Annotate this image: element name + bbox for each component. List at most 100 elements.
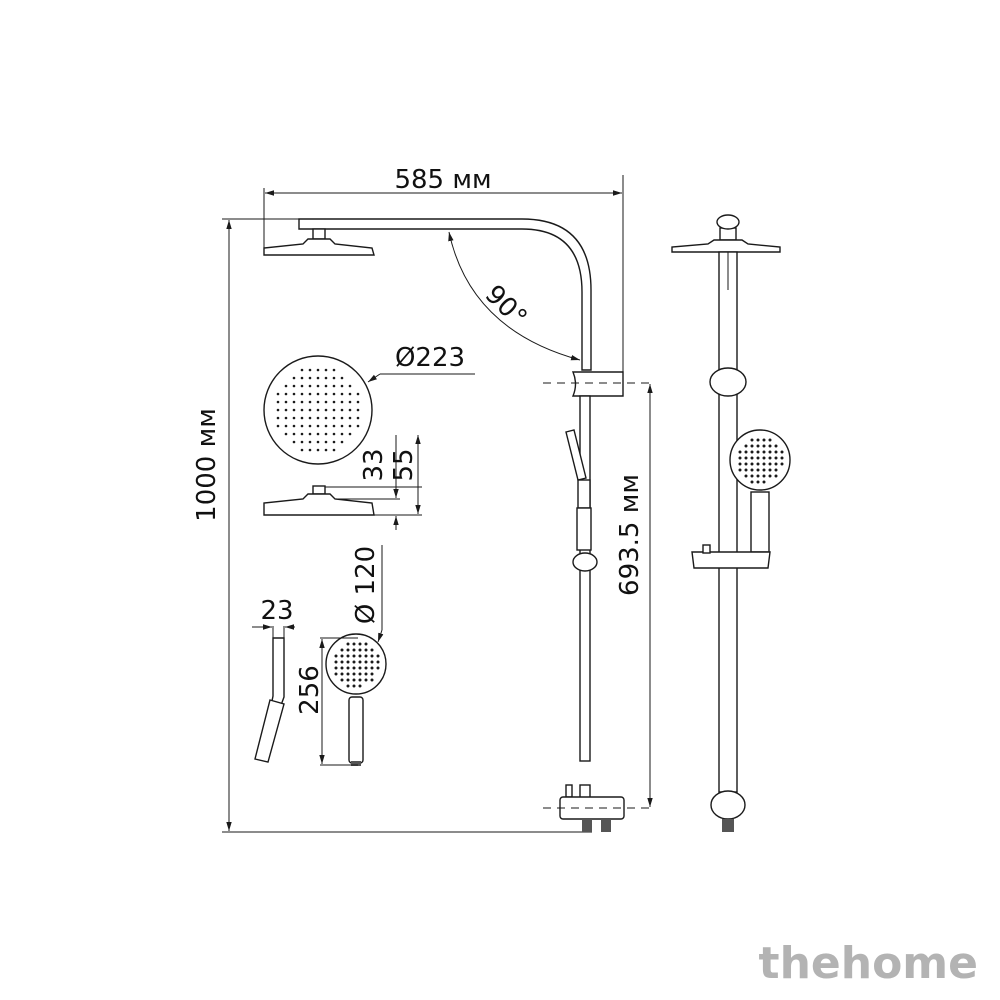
nozzle-dot: [292, 376, 296, 380]
nozzle-dot: [346, 672, 350, 676]
nozzle-dot: [292, 416, 296, 420]
nozzle-dot: [744, 450, 748, 454]
nozzle-dot: [300, 432, 304, 436]
nozzle-dot: [750, 480, 754, 484]
nozzle-dot: [340, 666, 344, 670]
nozzle-dot: [768, 456, 772, 460]
nozzle-dot: [352, 666, 356, 670]
nozzle-dot: [768, 450, 772, 454]
nozzle-dot: [300, 440, 304, 444]
nozzle-dot: [750, 444, 754, 448]
nozzle-dot: [308, 368, 312, 372]
nozzle-dot: [352, 642, 356, 646]
nozzle-dot: [308, 416, 312, 420]
nozzle-dot: [292, 384, 296, 388]
nozzle-dot: [348, 392, 352, 396]
nozzle-dot: [324, 384, 328, 388]
nozzle-dot: [768, 444, 772, 448]
nozzle-dot: [346, 666, 350, 670]
nozzle-dot: [284, 392, 288, 396]
nozzle-dot: [346, 642, 350, 646]
nozzle-dot: [370, 666, 374, 670]
nozzle-dot: [316, 368, 320, 372]
nozzle-dot: [324, 440, 328, 444]
nozzle-dot: [756, 438, 760, 442]
nozzle-dot: [292, 432, 296, 436]
nozzle-dot: [324, 376, 328, 380]
nozzle-dot: [316, 376, 320, 380]
nozzle-dot: [768, 438, 772, 442]
nozzle-dot: [756, 474, 760, 478]
nozzle-dot: [316, 392, 320, 396]
nozzle-dot: [364, 654, 368, 658]
nozzle-dot: [324, 416, 328, 420]
nozzle-dot: [308, 400, 312, 404]
nozzle-dot: [370, 672, 374, 676]
nozzle-dot: [300, 376, 304, 380]
nozzle-dot: [750, 468, 754, 472]
nozzle-dot: [356, 408, 360, 412]
nozzle-dot: [738, 462, 742, 466]
nozzle-dot: [340, 400, 344, 404]
nozzle-dot: [340, 440, 344, 444]
nozzle-dot: [352, 654, 356, 658]
nozzle-dot: [300, 392, 304, 396]
nozzle-dot: [376, 660, 380, 664]
nozzle-dot: [376, 666, 380, 670]
nozzle-dot: [762, 468, 766, 472]
nozzle-dot: [284, 400, 288, 404]
nozzle-dot: [744, 474, 748, 478]
hand-length-label: 256: [295, 665, 325, 715]
nozzle-dot: [300, 400, 304, 404]
nozzle-dot: [352, 672, 356, 676]
nozzle-dot: [316, 400, 320, 404]
nozzle-dot: [762, 450, 766, 454]
nozzle-dot: [332, 432, 336, 436]
nozzle-dot: [340, 660, 344, 664]
nozzle-dot: [358, 666, 362, 670]
nozzle-dot: [340, 678, 344, 682]
nozzle-dot: [324, 400, 328, 404]
nozzle-dot: [284, 432, 288, 436]
nozzle-dot: [284, 408, 288, 412]
head-top-view: Ø223: [263, 343, 475, 465]
nozzle-dot: [300, 424, 304, 428]
nozzle-dot: [738, 456, 742, 460]
nozzle-dot: [316, 384, 320, 388]
nozzle-dot: [348, 400, 352, 404]
nozzle-dot: [356, 400, 360, 404]
nozzle-dot: [332, 448, 336, 452]
nozzle-dot: [340, 416, 344, 420]
nozzle-dot: [324, 448, 328, 452]
head-diameter-label: Ø223: [395, 343, 465, 373]
nozzle-dot: [340, 392, 344, 396]
nozzle-dot: [756, 456, 760, 460]
nozzle-dot: [332, 376, 336, 380]
nozzle-dot: [316, 416, 320, 420]
nozzle-dot: [300, 408, 304, 412]
nozzle-dot: [364, 642, 368, 646]
nozzle-dot: [276, 408, 280, 412]
nozzle-dot: [356, 416, 360, 420]
nozzle-dot: [300, 448, 304, 452]
nozzle-dot: [744, 444, 748, 448]
hand-shower-views: 23 256 Ø 120: [252, 545, 387, 766]
nozzle-dot: [738, 468, 742, 472]
nozzle-dot: [774, 450, 778, 454]
nozzle-dot: [340, 432, 344, 436]
height-label: 1000 мм: [192, 408, 222, 522]
nozzle-dot: [352, 648, 356, 652]
nozzle-dot: [308, 448, 312, 452]
angle-label: 90°: [479, 279, 533, 333]
nozzle-dot: [750, 438, 754, 442]
nozzle-dot: [364, 678, 368, 682]
nozzle-dot: [738, 450, 742, 454]
nozzle-dot: [332, 408, 336, 412]
nozzle-dot: [762, 480, 766, 484]
nozzle-dot: [308, 384, 312, 388]
nozzle-dot: [348, 416, 352, 420]
nozzle-dot: [340, 654, 344, 658]
nozzle-dot: [334, 666, 338, 670]
nozzle-dot: [300, 416, 304, 420]
watermark: thehome: [759, 938, 978, 989]
